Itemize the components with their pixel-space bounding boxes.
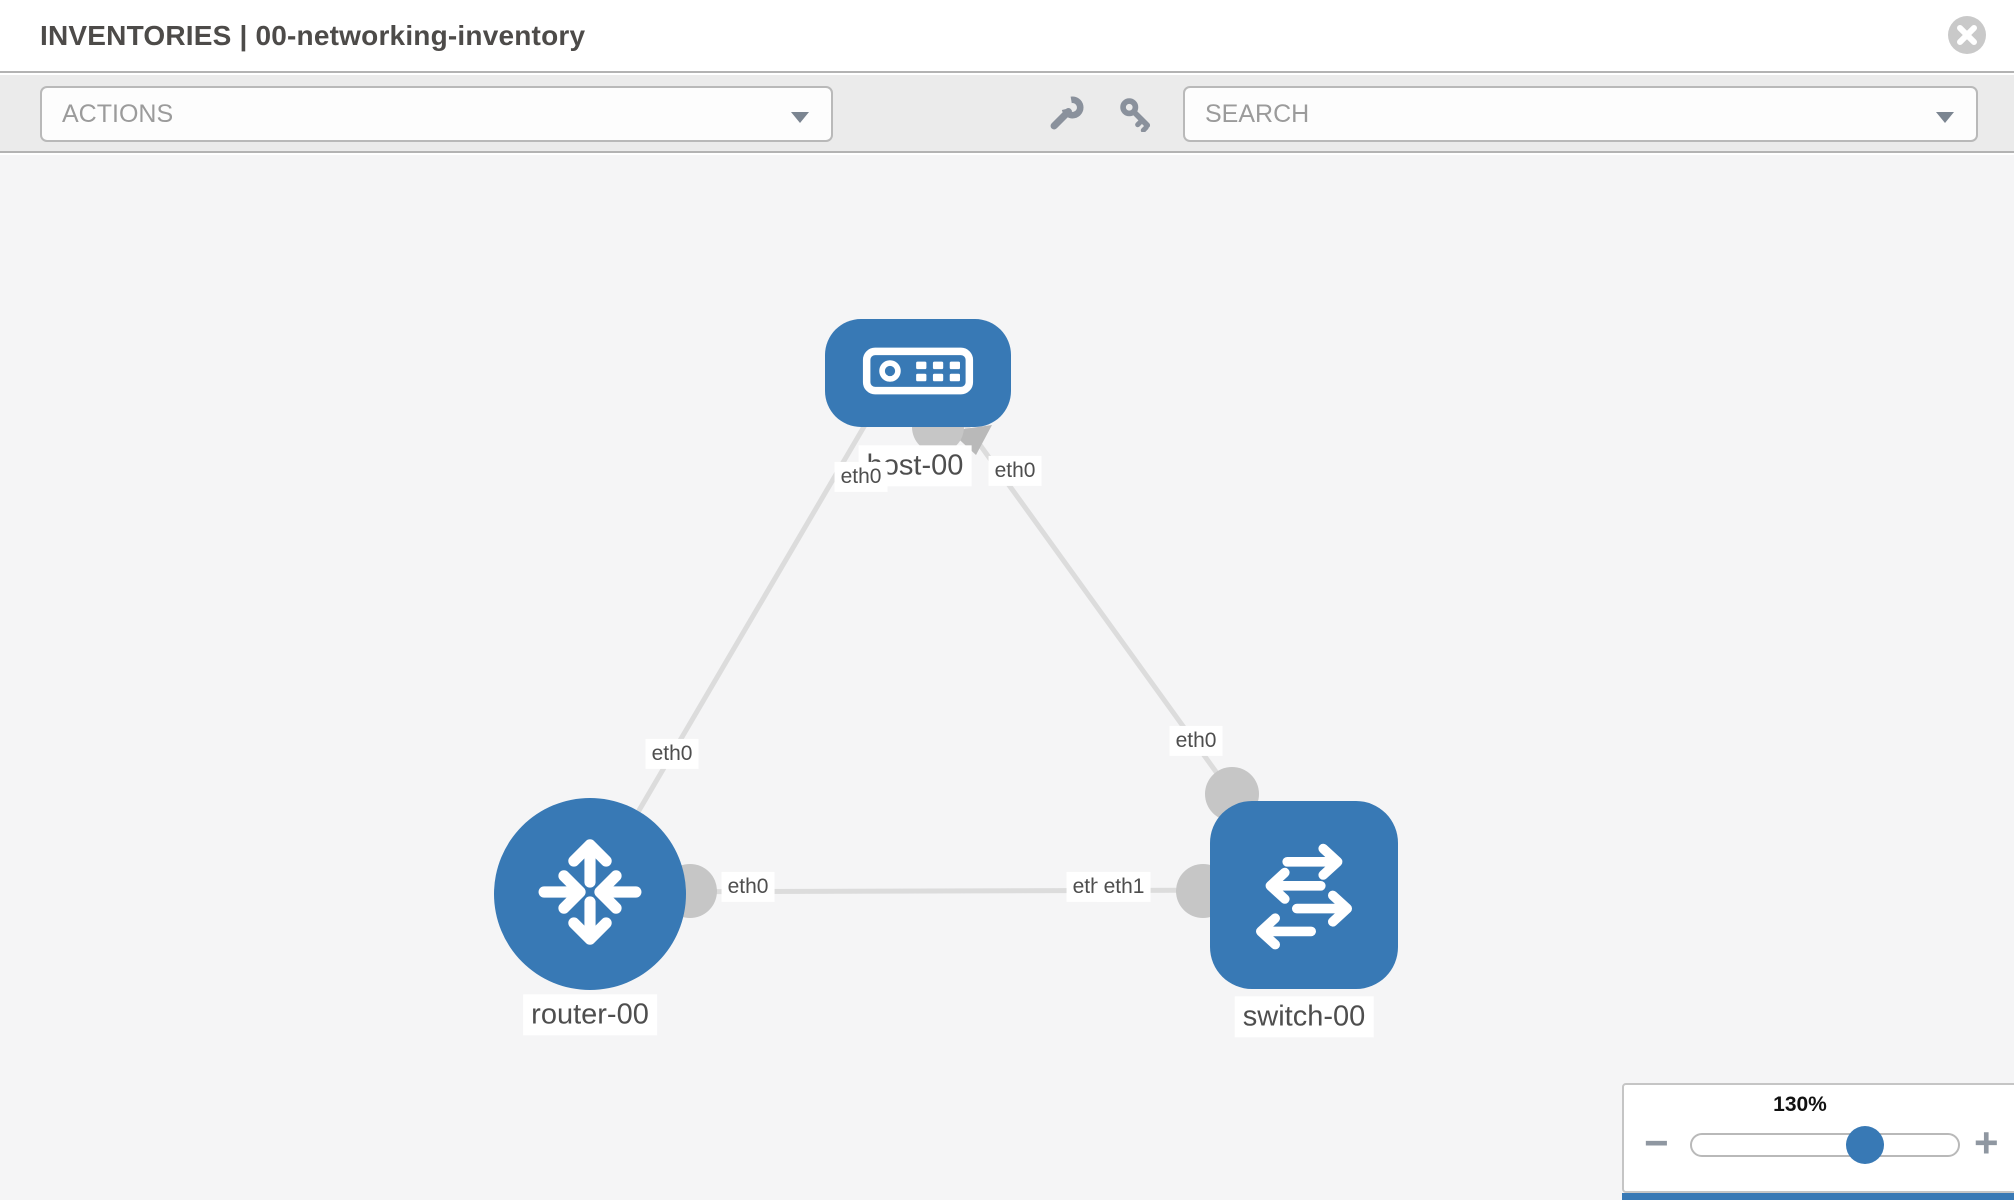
header: INVENTORIES | 00-networking-inventory <box>0 0 2014 73</box>
interface-label-router-right: eth0 <box>721 871 775 903</box>
node-switch-00[interactable] <box>1210 801 1398 989</box>
actions-dropdown-label: ACTIONS <box>62 99 174 128</box>
chevron-down-icon <box>1936 112 1954 123</box>
router-icon <box>528 830 652 959</box>
interface-label-switch-left: eth1 <box>1097 871 1151 903</box>
node-label-router: router-00 <box>523 994 657 1036</box>
zoom-in-button[interactable]: + <box>1974 1119 1999 1166</box>
zoom-slider[interactable] <box>1690 1133 1960 1157</box>
chevron-down-icon <box>791 112 809 123</box>
key-panel-edge[interactable] <box>1622 1193 2014 1200</box>
wrench-icon <box>1047 95 1085 136</box>
zoom-slider-thumb[interactable] <box>1846 1126 1884 1164</box>
search-dropdown[interactable]: SEARCH <box>1183 86 1978 142</box>
node-router-00[interactable] <box>494 798 686 990</box>
search-dropdown-label: SEARCH <box>1205 99 1310 128</box>
interface-label-switch-uplink: eth0 <box>1169 725 1223 757</box>
node-host-00[interactable] <box>825 319 1011 427</box>
configure-button[interactable] <box>1042 91 1090 139</box>
zoom-control: 130% − + <box>1622 1083 2014 1193</box>
zoom-level-label: 130% <box>1773 1093 1827 1116</box>
node-label-switch: switch-00 <box>1234 996 1374 1038</box>
interface-label-router-uplink: eth0 <box>645 738 699 770</box>
toolbar: ACTIONS SEARCH <box>0 75 2014 153</box>
close-button[interactable] <box>1947 15 1987 55</box>
topology-canvas[interactable]: host-00 router-00 switch-00 eth0 eth0 et… <box>0 155 2014 1200</box>
page-title: INVENTORIES | 00-networking-inventory <box>40 19 586 51</box>
host-icon <box>862 346 974 401</box>
credentials-key-button[interactable] <box>1112 91 1160 139</box>
key-icon <box>1118 96 1154 135</box>
interface-label-host-right: eth0 <box>988 455 1042 487</box>
zoom-out-button[interactable]: − <box>1644 1119 1669 1166</box>
actions-dropdown[interactable]: ACTIONS <box>40 86 833 142</box>
topology-links-layer <box>587 401 1261 918</box>
switch-icon <box>1244 833 1364 958</box>
close-icon <box>1947 16 1987 58</box>
interface-label-host-left: eth0 <box>834 461 888 493</box>
